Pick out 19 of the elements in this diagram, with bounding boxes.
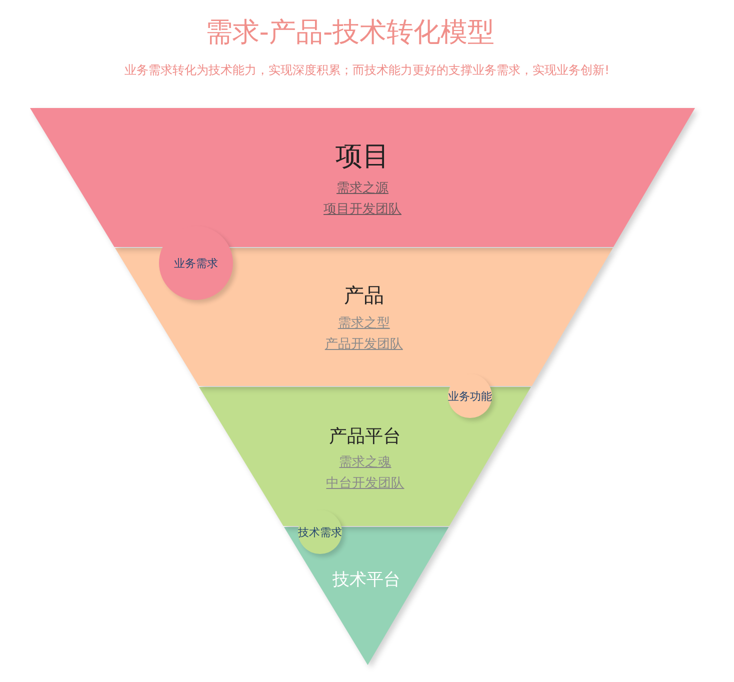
- layer-link: 产品开发团队: [324, 336, 403, 354]
- layer-link: 需求之型: [338, 315, 390, 333]
- layer-link: 需求之源: [336, 180, 388, 198]
- subtitle: 业务需求转化为技术能力，实现深度积累；而技术能力更好的支撑业务需求，实现业务创新!: [124, 62, 610, 79]
- layer-link: 中台开发团队: [326, 475, 404, 493]
- pyramid-band: [199, 387, 532, 526]
- layer-link: 需求之魂: [339, 454, 392, 472]
- circle-label: 业务需求: [174, 256, 218, 270]
- circle-label: 技术需求: [298, 524, 342, 540]
- pyramid-band: [30, 108, 695, 247]
- layer-title: 技术平台: [332, 569, 401, 591]
- layer-title: 项目: [336, 140, 390, 174]
- pyramid-band: [114, 248, 613, 386]
- layer-title: 产品: [344, 282, 384, 309]
- layer-title: 产品平台: [329, 425, 402, 448]
- title: 需求-产品-技术转化模型: [204, 16, 496, 50]
- circle-label: 业务功能: [448, 388, 492, 404]
- layer-link: 项目开发团队: [324, 201, 402, 219]
- pyramid-tip: [284, 527, 449, 665]
